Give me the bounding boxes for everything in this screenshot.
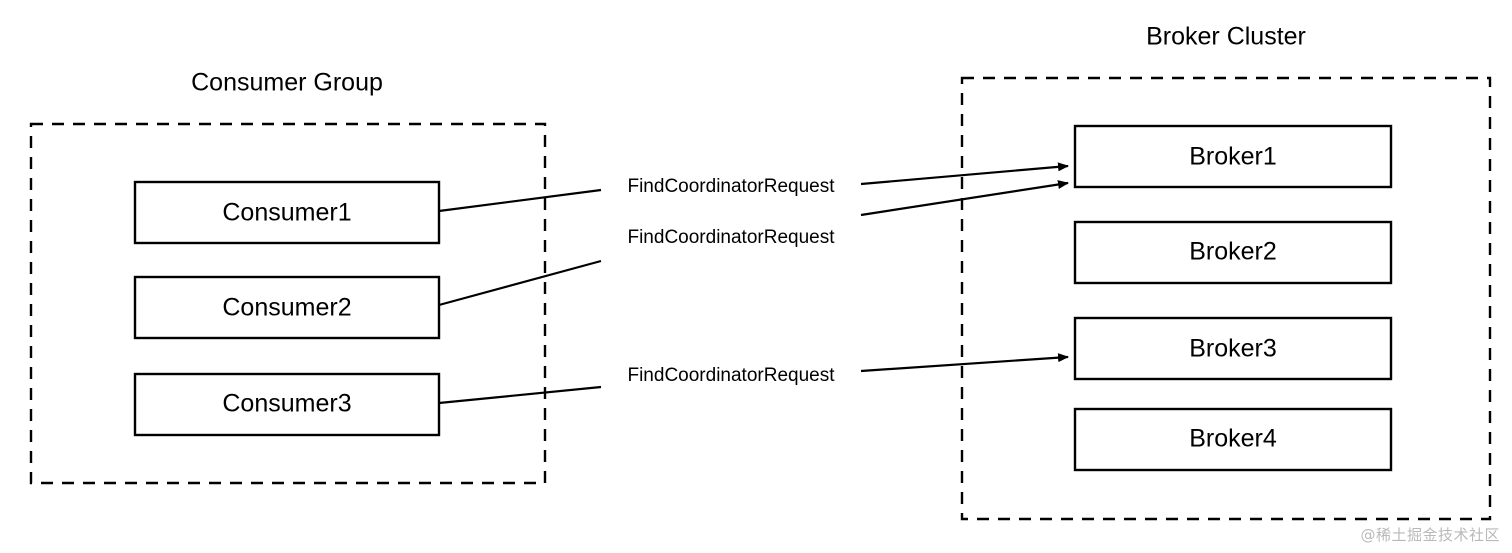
edge-2-head [860, 180, 1069, 217]
broker-node-2[interactable] [1073, 220, 1393, 285]
edge-3-label: FindCoordinatorRequest [627, 365, 835, 386]
broker-node-4-label: Broker4 [1189, 425, 1277, 453]
consumer-node-3[interactable] [133, 372, 441, 437]
broker-node-1-label: Broker1 [1189, 143, 1277, 171]
broker-node-2-label: Broker2 [1189, 238, 1277, 266]
edge-3-tail [438, 385, 602, 405]
broker-cluster-title: Broker Cluster [1146, 23, 1306, 51]
broker-cluster-container [960, 76, 1492, 521]
broker-node-4[interactable] [1073, 407, 1393, 472]
consumer-node-1[interactable] [133, 180, 441, 245]
consumer-group-title: Consumer Group [191, 69, 383, 97]
edge-2-tail [438, 259, 602, 307]
edge-2-label: FindCoordinatorRequest [627, 227, 835, 248]
edge-1-head [860, 162, 1069, 186]
consumer-node-3-label: Consumer3 [222, 390, 351, 418]
consumer-node-2-label: Consumer2 [222, 294, 351, 322]
edge-3-head [860, 353, 1069, 373]
consumer-group-container [29, 122, 547, 485]
edge-1-label: FindCoordinatorRequest [627, 176, 835, 197]
consumer-node-2[interactable] [133, 275, 441, 340]
broker-node-3-label: Broker3 [1189, 335, 1277, 363]
broker-node-1[interactable] [1073, 124, 1393, 189]
watermark: @稀土掘金技术社区 [1360, 526, 1500, 544]
edge-1-tail [438, 188, 602, 213]
consumer-node-1-label: Consumer1 [222, 199, 351, 227]
broker-node-3[interactable] [1073, 316, 1393, 381]
